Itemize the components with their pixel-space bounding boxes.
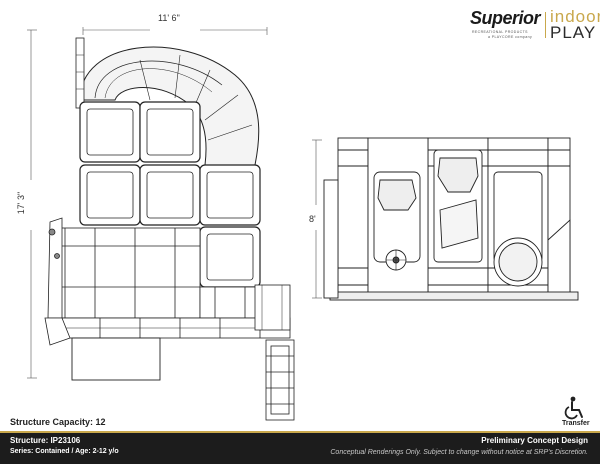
footer-bar [0,433,600,464]
brand-subline: a PLAYCORE company [488,35,533,39]
structure-capacity: Structure Capacity: 12 [10,417,106,427]
brand-logo: Superior RECREATIONAL PRODUCTS a PLAYCOR… [470,7,600,42]
product-line-indoor: indoor [550,7,600,26]
disclaimer: Conceptual Renderings Only. Subject to c… [330,449,588,456]
elevation-view-drawing [312,137,579,301]
structure-id: Structure: IP23106 [10,436,81,445]
height-dimension-label: 8' [309,214,316,224]
depth-dimension-label: 17' 3" [16,191,27,215]
design-title: Preliminary Concept Design [481,436,588,445]
logo-divider [545,12,546,38]
brand-tagline: RECREATIONAL PRODUCTS [472,30,528,34]
wheelchair-icon [564,396,583,420]
product-line-play: PLAY [550,23,597,42]
footer-accent-bar [0,431,600,434]
brand-name: Superior [470,8,541,28]
plan-view-drawing [27,27,295,421]
width-dimension-label: 11' 6" [158,13,180,23]
series-age: Series: Contained / Age: 2-12 y/o [10,448,119,455]
transfer-label: Transfer [562,420,590,427]
